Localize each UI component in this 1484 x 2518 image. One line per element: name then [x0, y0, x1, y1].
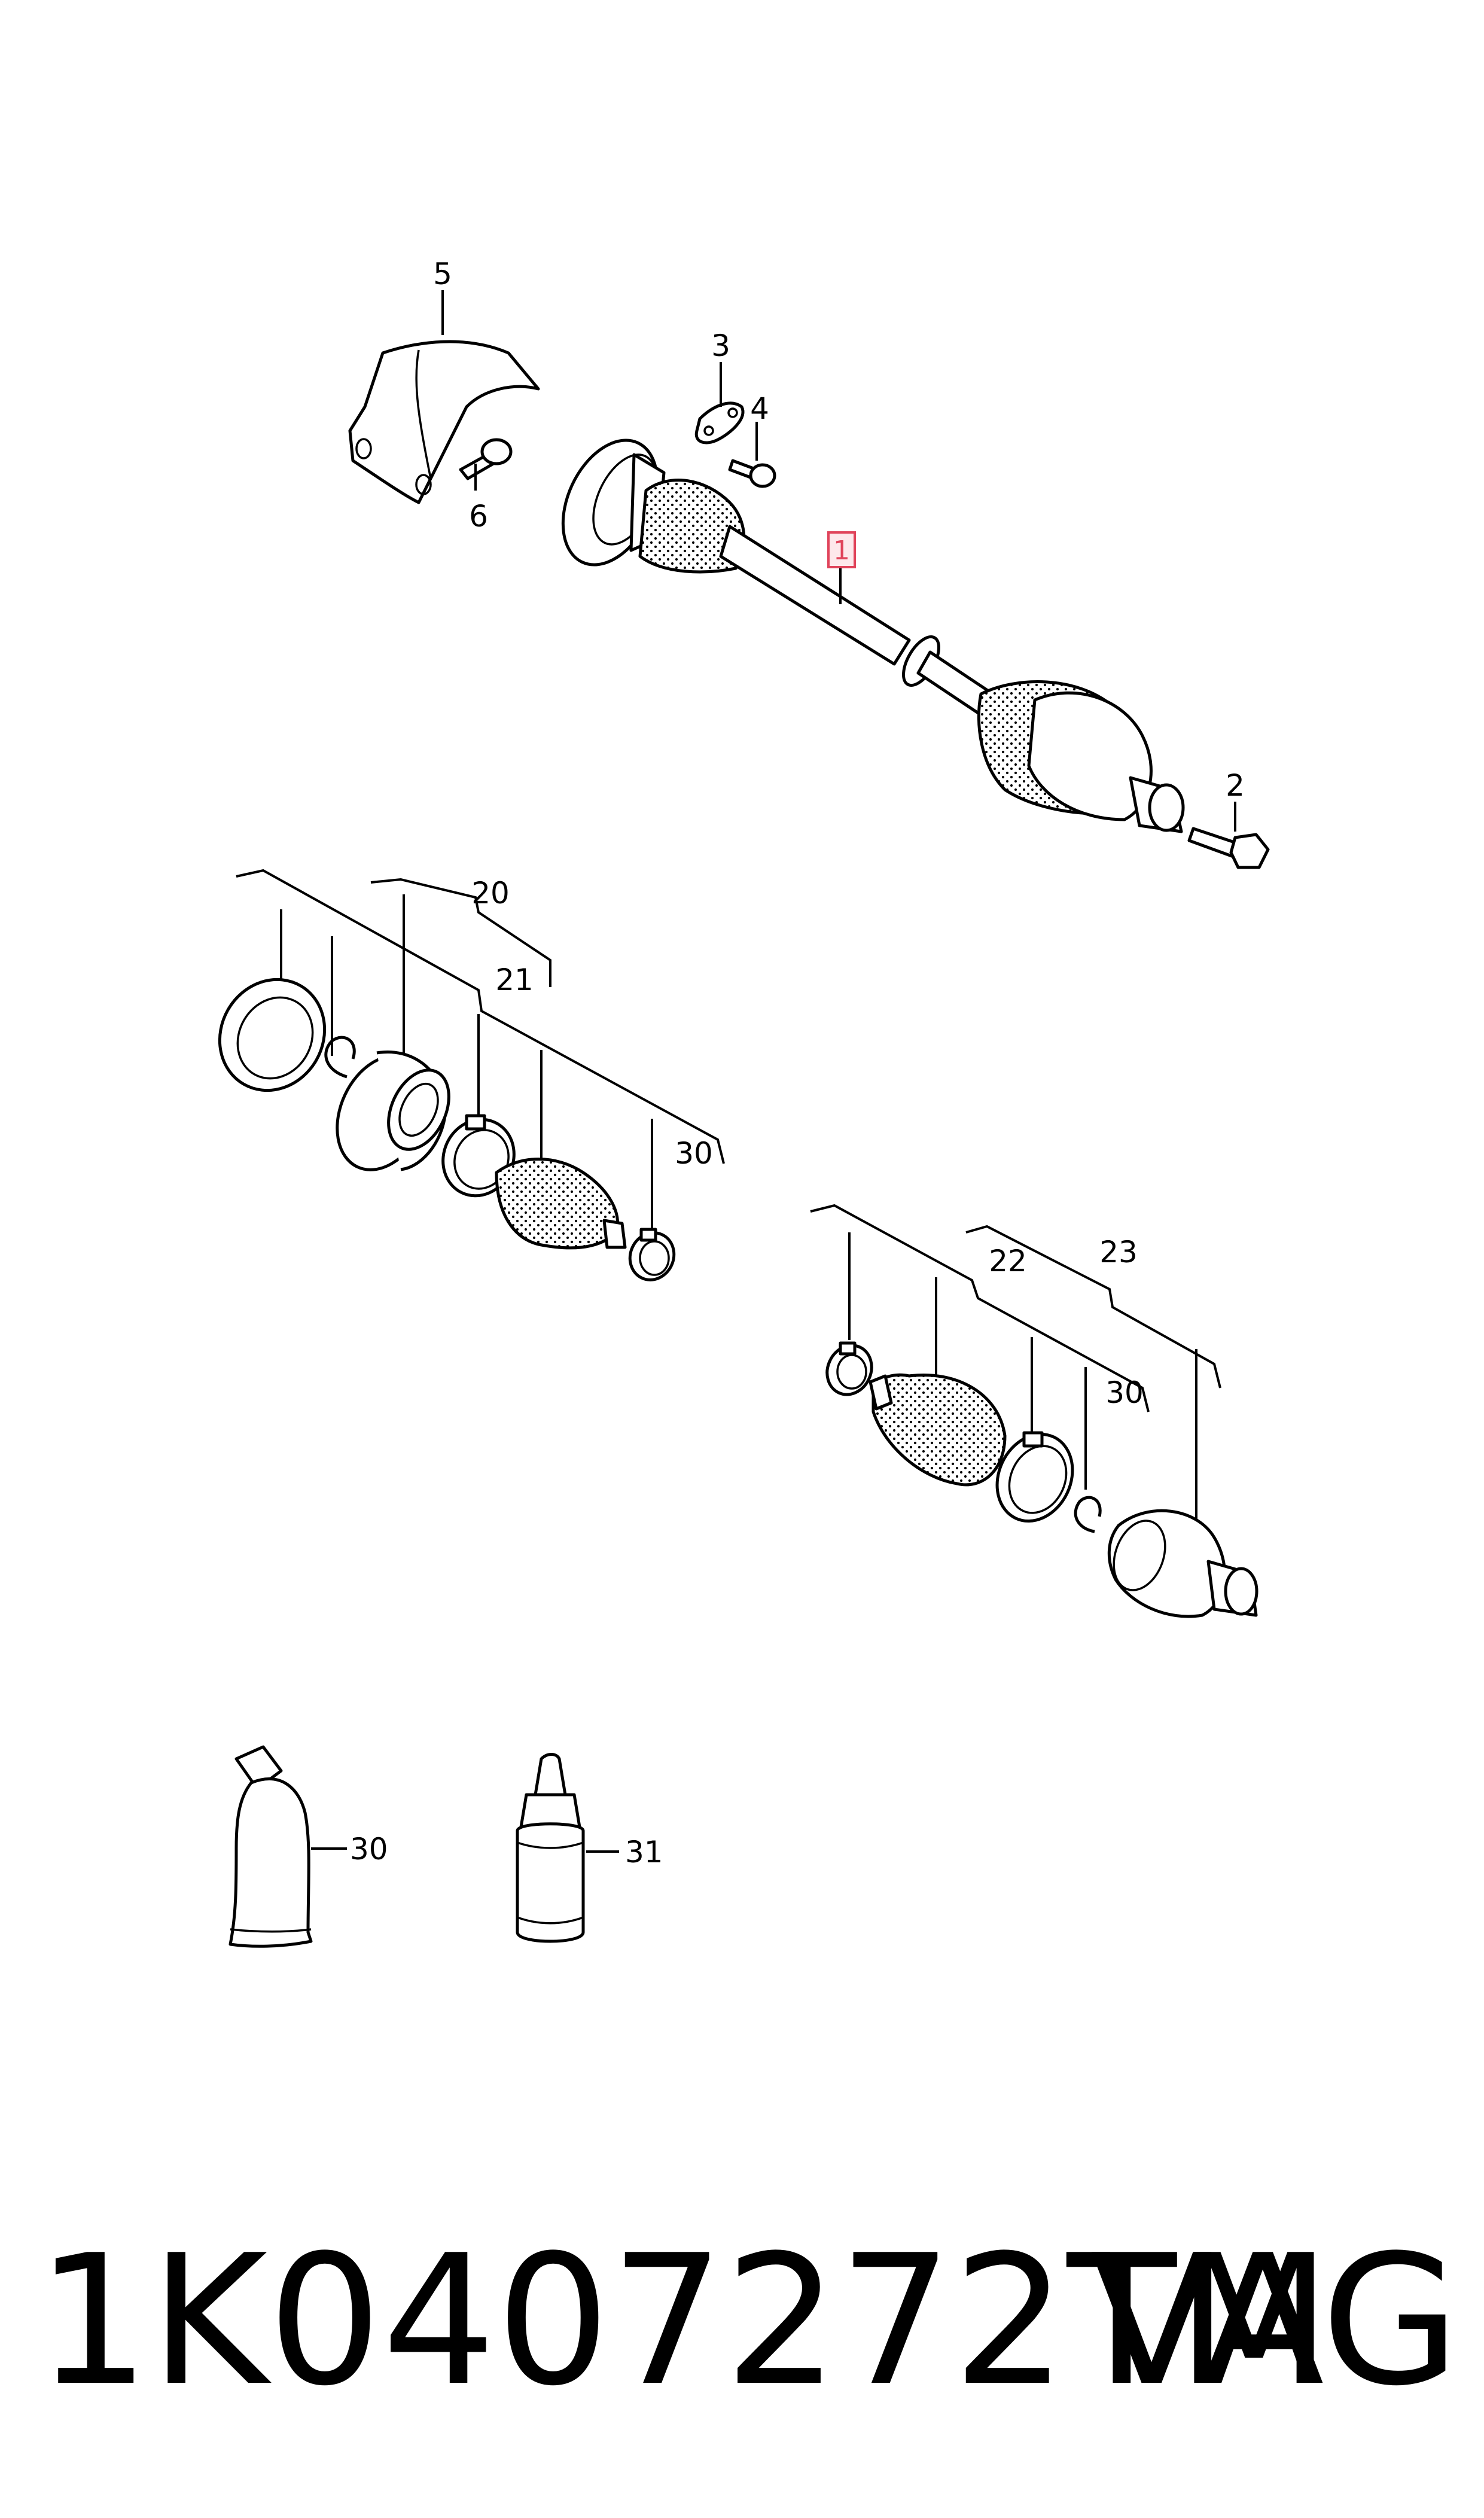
callout-30-a: 30 [675, 1136, 713, 1171]
outer-cv-joint [1107, 1509, 1258, 1618]
callout-23: 23 [1099, 1235, 1138, 1269]
heat-shield-5 [348, 340, 540, 504]
callout-4: 4 [750, 391, 769, 426]
bracket-22 [810, 1204, 1150, 1412]
grease-tube-30 [228, 1745, 313, 1948]
callout-3: 3 [711, 328, 730, 363]
bracket-21 [236, 869, 725, 1164]
part-number: 1K0407272TM [36, 2216, 1331, 2425]
gasket-ring [218, 978, 327, 1092]
callout-20: 20 [471, 876, 510, 911]
circlip-b [1074, 1496, 1102, 1533]
callout-5: 5 [433, 257, 452, 291]
bolt-4 [728, 459, 776, 488]
bolt-6 [459, 438, 513, 480]
callout-2: 2 [1226, 768, 1245, 803]
clamp-small-b [825, 1341, 873, 1396]
inner-boot [495, 1158, 627, 1250]
callout-1: 1 [833, 535, 850, 566]
bolt-2 [1187, 827, 1270, 869]
clamp-small-a [628, 1228, 676, 1281]
circlip-a [324, 1036, 356, 1079]
callout-6: 6 [469, 499, 488, 534]
drive-shaft-1 [561, 439, 1185, 833]
callout-21: 21 [495, 963, 534, 997]
callout-30-b: 30 [1105, 1375, 1144, 1410]
brand-name: VAG [1090, 2216, 1460, 2425]
outer-boot [869, 1373, 1007, 1487]
inner-cv-joint [336, 1051, 450, 1171]
clamp-large-b [995, 1431, 1074, 1523]
bracket-20 [370, 878, 551, 987]
callout-1-box[interactable]: 1 [827, 531, 856, 568]
callout-22: 22 [989, 1244, 1027, 1278]
sealant-bottle-31 [516, 1753, 585, 1943]
callout-30-c: 30 [350, 1832, 388, 1867]
lock-plate-3 [694, 401, 745, 444]
callout-31: 31 [625, 1835, 663, 1870]
bracket-23 [965, 1225, 1221, 1389]
